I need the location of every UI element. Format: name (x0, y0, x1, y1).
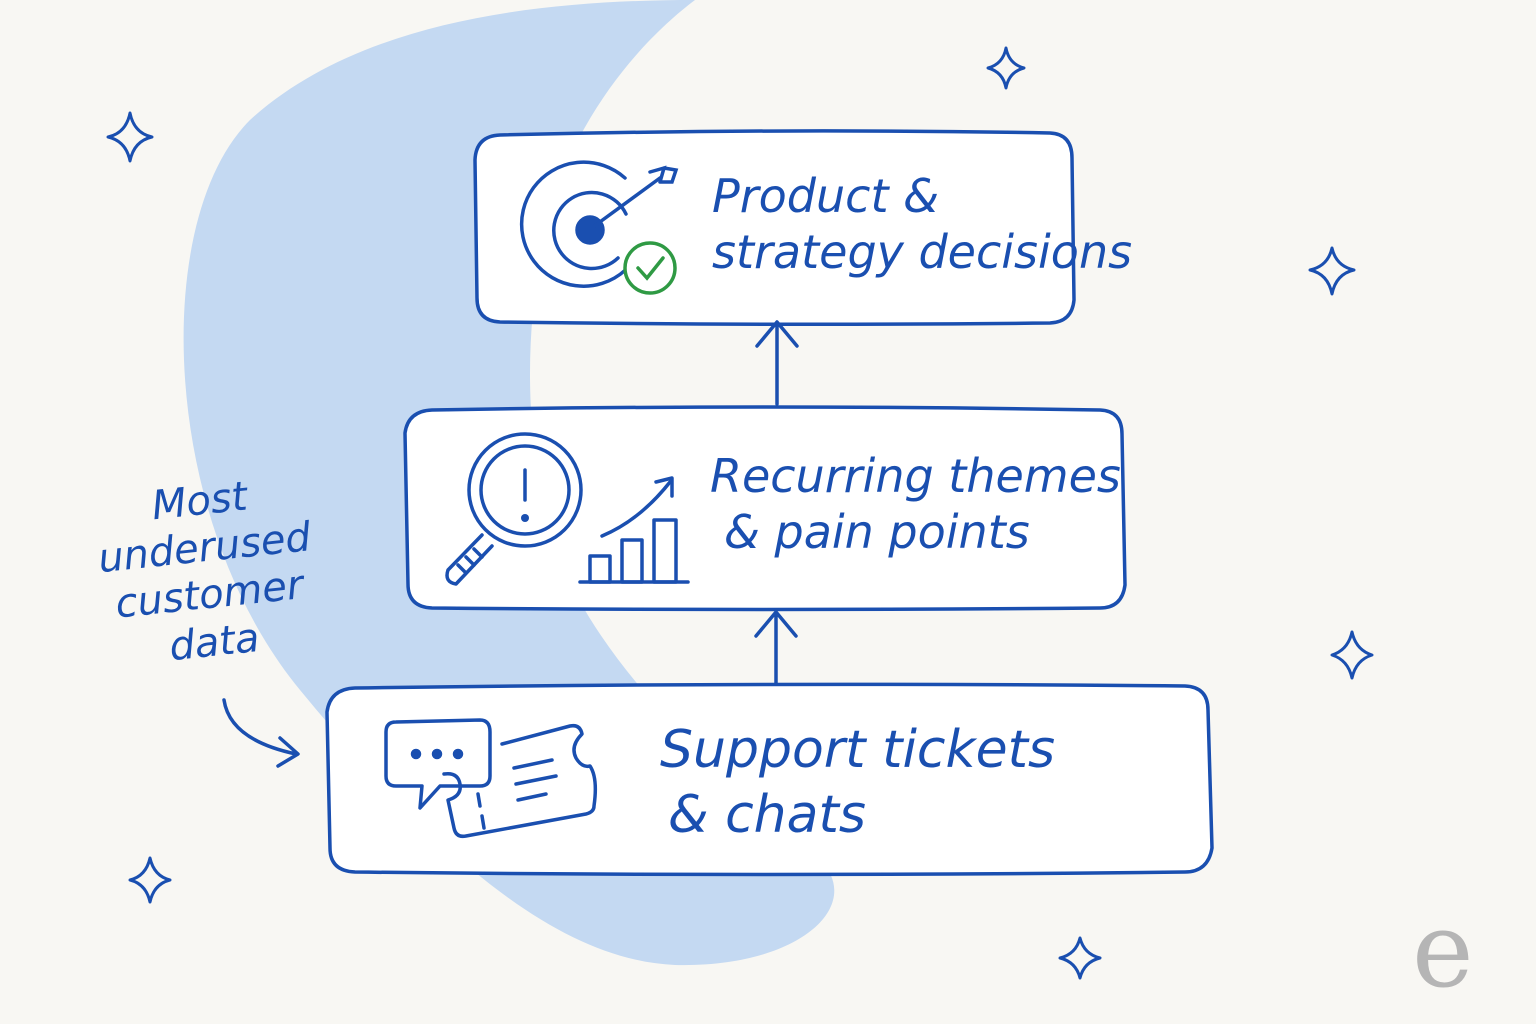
sparkle-icon (106, 111, 154, 163)
magnifier-alert-trend-icon (445, 432, 690, 586)
chat-ticket-icon (384, 718, 598, 839)
annotation-arrow-icon (222, 698, 300, 768)
box-top-line2: strategy decisions (712, 225, 1133, 280)
box-bottom-line1: Support tickets (660, 720, 1056, 780)
sparkle-icon (1058, 936, 1102, 980)
box-middle-label: Recurring themes & pain points (710, 448, 1121, 560)
target-check-icon (519, 160, 679, 295)
box-bottom-label: Support tickets & chats (660, 718, 1055, 848)
box-middle-line1: Recurring themes (710, 449, 1121, 503)
arrow-up-icon (755, 320, 799, 406)
box-bottom-line2: & chats (668, 785, 866, 845)
arrow-up-icon (754, 610, 798, 686)
annotation-label: Most underused customer data (83, 466, 331, 678)
box-middle (403, 405, 1127, 612)
sparkle-icon (986, 46, 1026, 90)
box-top-label: Product & strategy decisions (712, 168, 1132, 280)
sparkle-icon (1330, 630, 1374, 680)
box-top-line1: Product & (712, 169, 939, 223)
box-middle-line2: & pain points (724, 505, 1030, 560)
sparkle-icon (1308, 246, 1356, 296)
sparkle-icon (128, 856, 172, 904)
